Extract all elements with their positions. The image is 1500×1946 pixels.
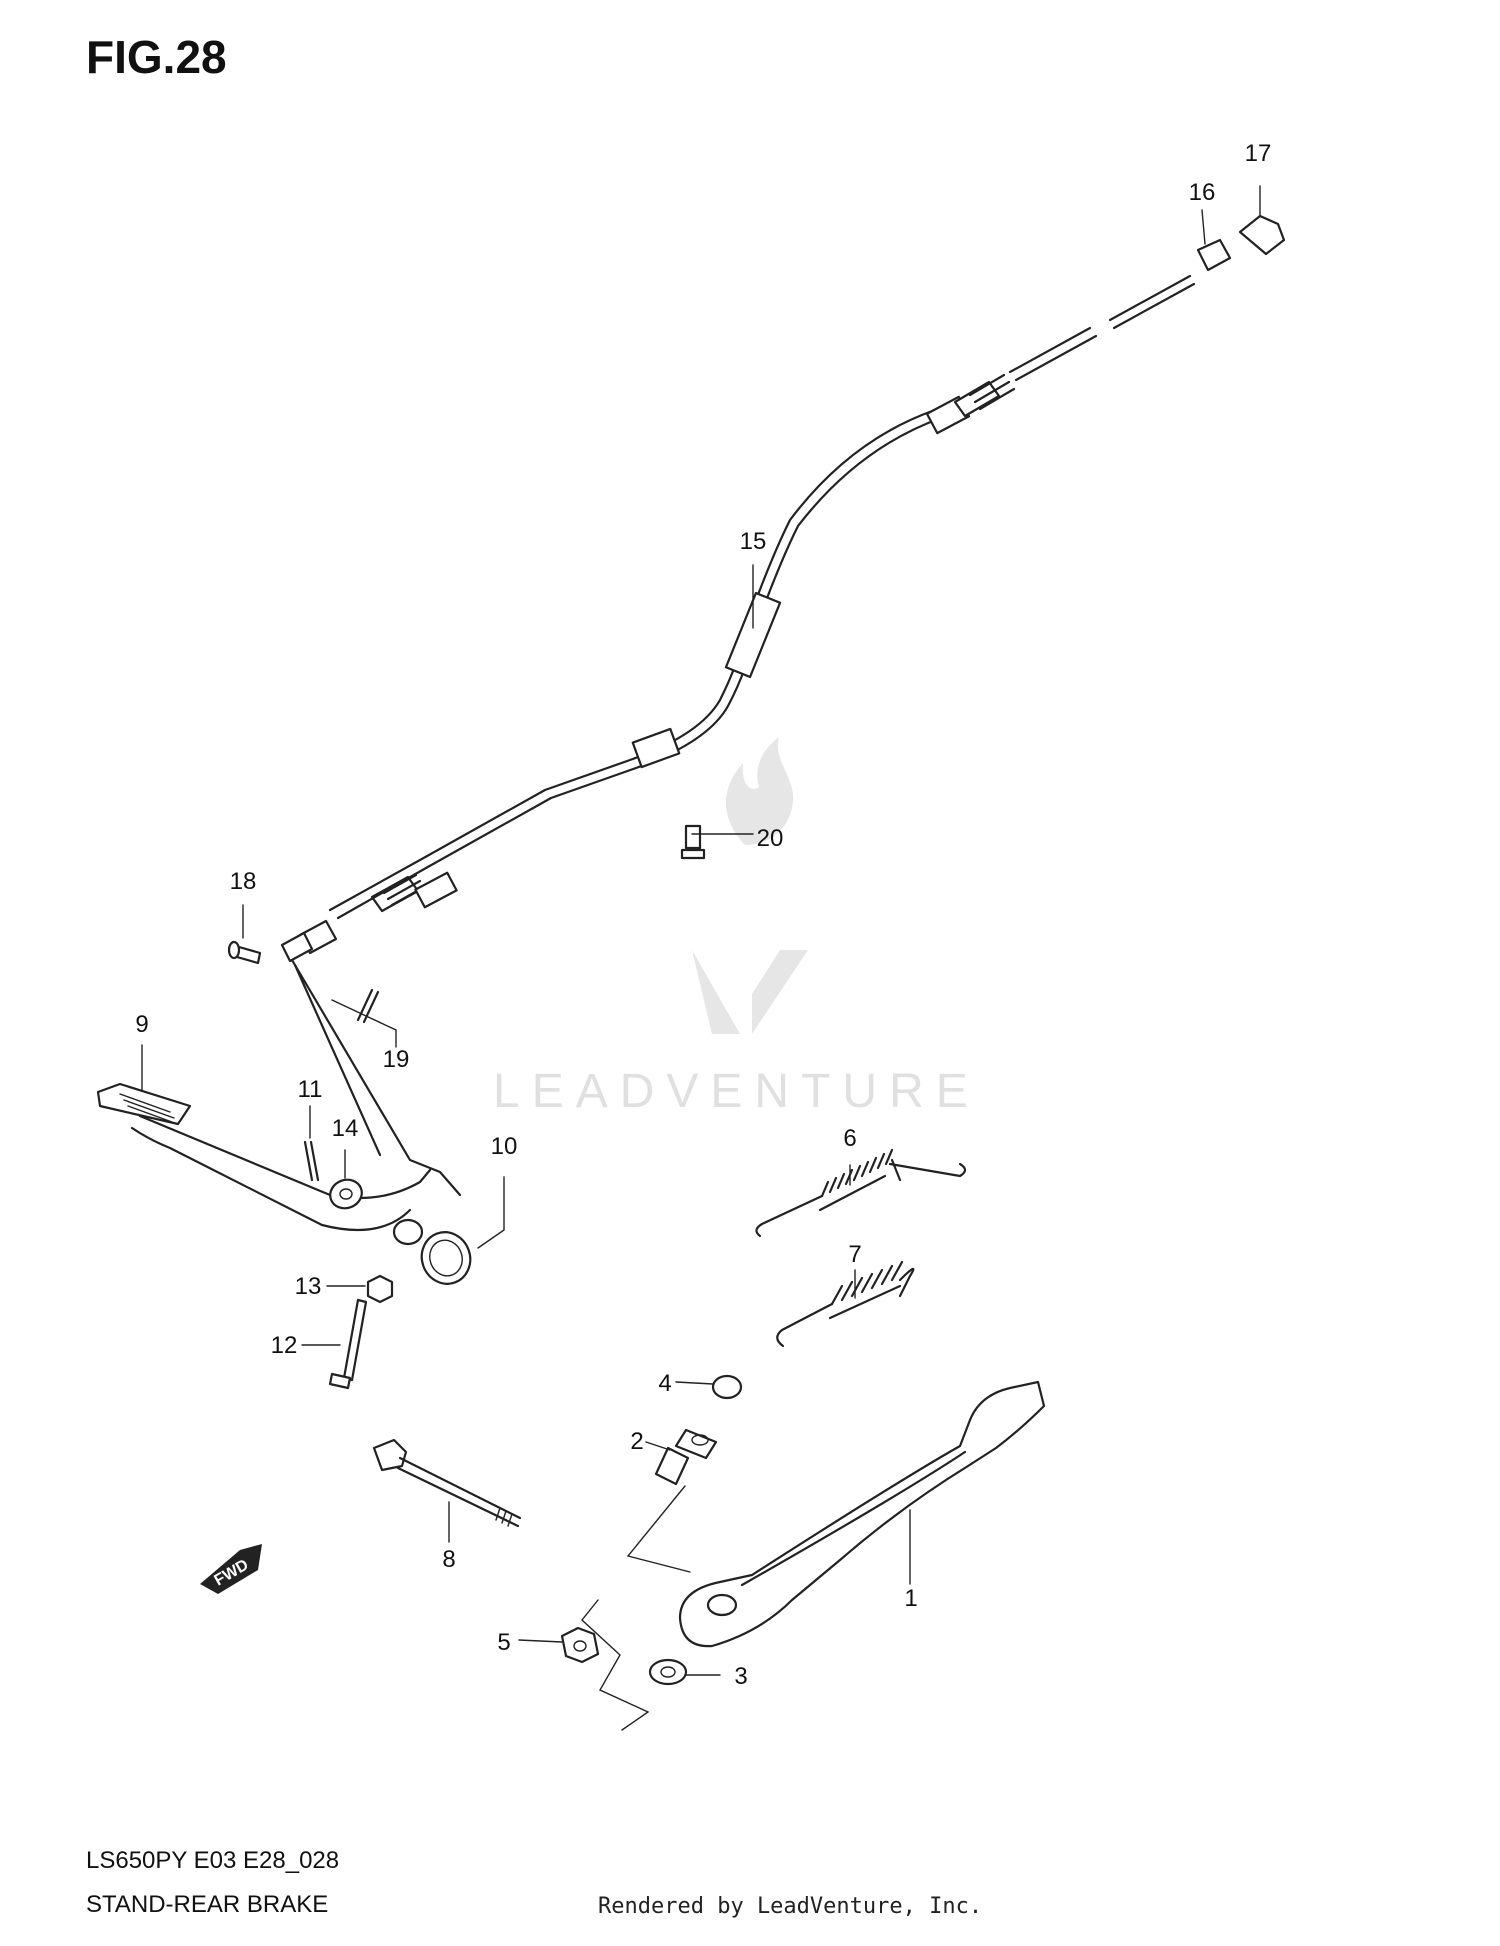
callout-17: 17: [1245, 140, 1272, 167]
part-2-bolt[interactable]: [654, 1428, 718, 1486]
callout-9: 9: [135, 1011, 148, 1038]
callout-2: 2: [630, 1428, 643, 1455]
part-3-washer[interactable]: [648, 1658, 688, 1686]
callout-10: 10: [491, 1133, 518, 1160]
watermark: LEADVENTURE: [493, 737, 980, 1118]
callout-13: 13: [295, 1273, 322, 1300]
callout-4: 4: [658, 1370, 671, 1397]
assembly-guide-line: [581, 1599, 650, 1731]
part-20-bolt[interactable]: [680, 824, 706, 860]
callout-15: 15: [740, 528, 767, 555]
callout-8: 8: [442, 1546, 455, 1573]
section-name: STAND-REAR BRAKE: [86, 1891, 329, 1918]
part-17-cap[interactable]: [1238, 214, 1286, 256]
part-1-side-stand[interactable]: [678, 1380, 1046, 1648]
fwd-arrow-icon: FWD: [200, 1544, 262, 1594]
part-6-spring[interactable]: [755, 1148, 967, 1238]
v-logo-icon: [692, 950, 808, 1034]
part-18-pin[interactable]: [227, 940, 262, 965]
callout-5: 5: [497, 1629, 510, 1656]
part-11-cotter-pin[interactable]: [303, 1140, 320, 1182]
watermark-text: LEADVENTURE: [493, 1065, 980, 1118]
part-4-cap[interactable]: [711, 1374, 743, 1400]
callout-16: 16: [1189, 179, 1216, 206]
callout-19: 19: [383, 1046, 410, 1073]
part-7-spring[interactable]: [776, 1260, 915, 1348]
model-code: LS650PY E03 E28_028: [86, 1847, 340, 1874]
part-13-nut[interactable]: [366, 1274, 394, 1304]
callout-3: 3: [734, 1663, 747, 1690]
part-15-brake-cable[interactable]: [280, 274, 1196, 963]
assembly-guide-line: [626, 1485, 691, 1573]
render-credit: Rendered by LeadVenture, Inc.: [598, 1894, 983, 1919]
callout-1: 1: [904, 1585, 917, 1612]
flame-logo-icon: [725, 737, 794, 845]
leader-lines: [141, 185, 1261, 1676]
part-9-brake-pedal[interactable]: [96, 958, 477, 1291]
callout-18: 18: [230, 868, 257, 895]
callout-12: 12: [271, 1332, 298, 1359]
callout-6: 6: [843, 1125, 856, 1152]
callout-7: 7: [848, 1241, 861, 1268]
figure-title: FIG.28: [86, 31, 227, 83]
callout-11: 11: [298, 1076, 323, 1103]
callout-20: 20: [757, 825, 784, 852]
part-5-nut[interactable]: [560, 1626, 600, 1664]
part-16-nut[interactable]: [1196, 238, 1232, 272]
part-12-bolt[interactable]: [328, 1298, 368, 1390]
callout-labels: 1 2 3 4 5 6 7 8 9 10 11 12 13 14 15 16 1…: [135, 140, 1271, 1690]
part-14-washer[interactable]: [326, 1175, 366, 1212]
callout-14: 14: [332, 1115, 359, 1142]
part-8-bolt[interactable]: [372, 1438, 522, 1528]
part-19-cotter-pin[interactable]: [356, 988, 380, 1024]
